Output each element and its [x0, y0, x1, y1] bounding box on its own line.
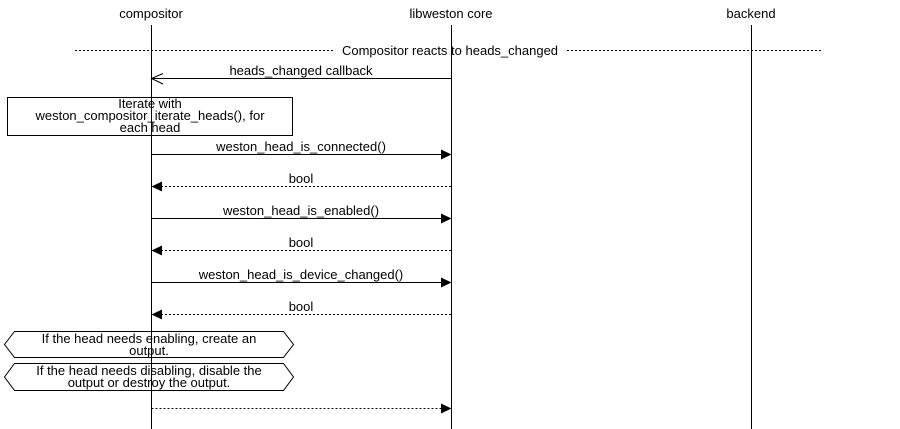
note-hexagon-enabling-line-1: If the head needs enabling, create an — [42, 331, 257, 346]
arrowhead-filled-left-icon — [151, 309, 162, 320]
note-hexagon-enabling-line-2: output. — [129, 343, 169, 358]
arrowhead-filled-right-icon — [441, 277, 452, 288]
message-label-return-bool-3: bool — [289, 299, 314, 314]
arrowhead-filled-right-icon — [441, 213, 452, 224]
participant-label-backend: backend — [726, 6, 775, 21]
message-label-heads-changed-callback: heads_changed callback — [229, 63, 373, 78]
message-label-return-bool-2: bool — [289, 235, 314, 250]
note-box-line-2: weston_compositor_iterate_heads(), for — [34, 108, 265, 123]
arrowhead-filled-right-icon — [441, 149, 452, 160]
divider-label: Compositor reacts to heads_changed — [342, 43, 558, 58]
note-box-line-3: each head — [120, 120, 181, 135]
note-hexagon-disabling-line-1: If the head needs disabling, disable the — [36, 363, 262, 378]
participant-label-libweston-core: libweston core — [409, 6, 492, 21]
message-label-return-bool-1: bool — [289, 171, 314, 186]
note-box-iterate-heads — [7, 97, 293, 136]
arrowhead-filled-left-icon — [151, 181, 162, 192]
arrowhead-open-left-icon — [150, 73, 164, 85]
message-label-weston-head-is-device-changed: weston_head_is_device_changed() — [198, 267, 404, 282]
note-hexagon-disabling-line-2: output or destroy the output. — [68, 375, 231, 390]
participant-label-compositor: compositor — [119, 6, 183, 21]
message-label-weston-head-is-enabled: weston_head_is_enabled() — [222, 203, 379, 218]
arrowhead-filled-right-icon — [441, 403, 452, 414]
note-hexagon-disabling — [3, 363, 295, 391]
message-label-weston-head-is-connected: weston_head_is_connected() — [215, 139, 386, 154]
arrowhead-filled-left-icon — [151, 245, 162, 256]
note-hexagon-enabling — [3, 331, 295, 358]
note-box-line-1: Iterate with — [118, 96, 182, 111]
